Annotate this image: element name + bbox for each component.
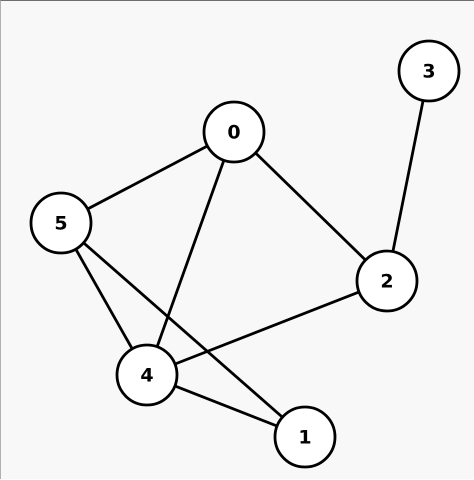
node-circle-3 [397,39,461,103]
node-circle-0 [202,100,266,164]
edge-3-2 [385,69,431,283]
node-label-2: 2 [380,271,393,293]
node-circle-5 [29,191,93,255]
node-0: 0 [202,100,266,164]
node-label-3: 3 [422,61,435,83]
node-circle-2 [355,249,419,313]
edge-0-2 [232,130,389,283]
node-label-5: 5 [54,213,67,235]
node-1: 1 [273,405,337,469]
edge-0-4 [145,130,236,377]
node-label-0: 0 [227,122,240,144]
edge-0-5 [59,130,236,225]
node-5: 5 [29,191,93,255]
edge-2-4 [145,279,389,377]
node-circle-4 [115,343,179,407]
node-3: 3 [397,39,461,103]
node-2: 2 [355,249,419,313]
node-circle-1 [273,405,337,469]
node-4: 4 [115,343,179,407]
node-label-1: 1 [298,427,311,449]
edge-5-1 [59,221,307,439]
nodes-layer: 0 1 2 3 4 5 [29,39,461,469]
node-label-4: 4 [140,365,153,387]
